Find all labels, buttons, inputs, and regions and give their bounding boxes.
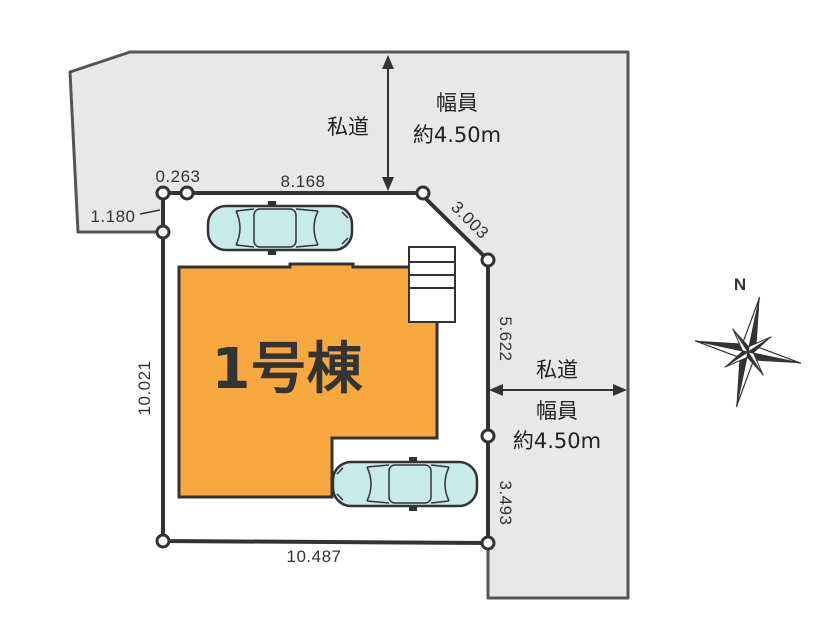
compass-rose-icon xyxy=(694,297,802,407)
boundary-marker xyxy=(480,252,496,268)
boundary-marker xyxy=(480,535,496,551)
staircase-icon xyxy=(408,246,456,323)
east-road-name: 私道 xyxy=(536,358,578,382)
car-icon xyxy=(331,457,479,511)
leader-line xyxy=(139,209,161,215)
boundary-marker xyxy=(155,185,171,201)
building-label: 1号棟 xyxy=(212,337,364,402)
dim-right-upper: 5.622 xyxy=(496,316,515,361)
north-road-width-value: 約4.50m xyxy=(413,123,501,147)
dim-bottom: 10.487 xyxy=(287,547,342,566)
boundary-marker xyxy=(155,533,171,549)
north-road-name: 私道 xyxy=(327,115,369,139)
dim-top-small: 0.263 xyxy=(155,167,200,186)
north-road-width-label: 幅員 xyxy=(436,91,478,115)
boundary-marker xyxy=(480,428,496,444)
car-icon xyxy=(206,201,354,255)
boundary-markers xyxy=(155,185,496,551)
dim-left: 10.021 xyxy=(135,361,154,416)
dim-right-lower: 3.493 xyxy=(496,480,515,525)
east-road-width-value: 約4.50m xyxy=(513,429,601,453)
dim-top: 8.168 xyxy=(280,172,325,191)
compass-north-label: N xyxy=(734,275,746,294)
dim-left-offset: 1.180 xyxy=(90,207,135,226)
east-road-width-label: 幅員 xyxy=(536,399,578,423)
boundary-marker xyxy=(415,185,431,201)
east-road-width-arrow xyxy=(489,384,627,396)
north-road-width-arrow xyxy=(382,55,394,191)
boundary-marker xyxy=(179,185,195,201)
boundary-marker xyxy=(155,224,171,240)
